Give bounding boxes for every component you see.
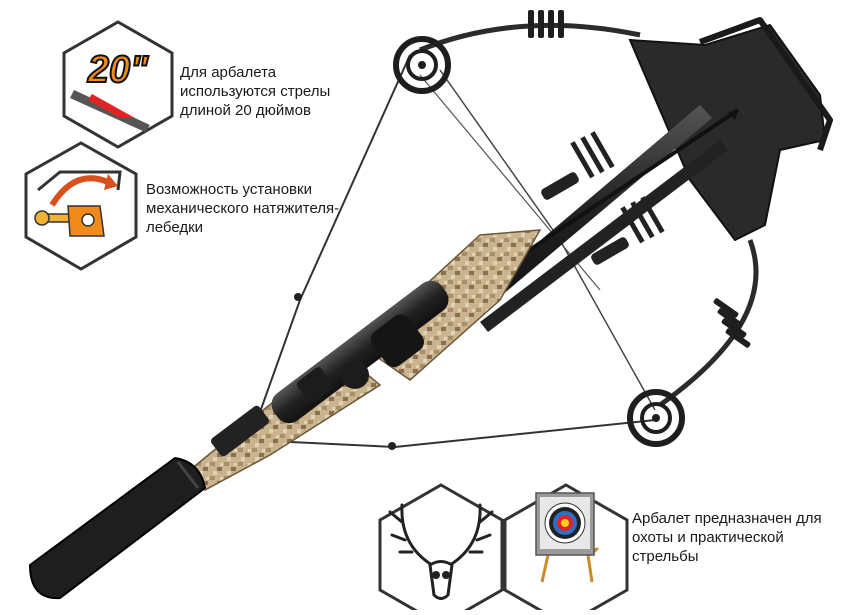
scope xyxy=(271,280,449,424)
upper-cam xyxy=(393,36,451,94)
archery-target-icon xyxy=(535,492,599,583)
feature-hexagon-arrow-length: 20" xyxy=(62,20,174,149)
arrow-length-icon: 20" xyxy=(70,48,150,132)
deer-skull-icon xyxy=(388,503,494,600)
feature-hexagon-crank-winch xyxy=(24,141,138,271)
feature-text-arrow-length: Для арбалета используются стрелы длиной … xyxy=(180,64,331,119)
feature-text-purpose: Арбалет предназначен для охоты и практич… xyxy=(632,510,822,565)
feature-hexagon-hunting xyxy=(378,483,504,615)
lower-cam xyxy=(627,389,685,447)
crossbow-image xyxy=(28,10,833,600)
feature-text-crank-winch: Возможность установки механического натя… xyxy=(146,181,340,236)
crank-winch-icon xyxy=(34,170,122,237)
feature-hexagon-target xyxy=(503,483,629,615)
arrow-length-badge: 20" xyxy=(87,49,149,91)
